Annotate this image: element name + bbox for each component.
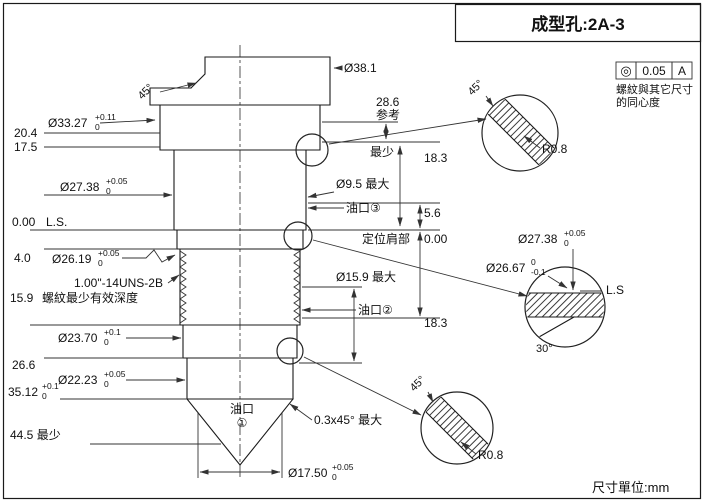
dim-dia-26-19-upper: +0.05 (98, 248, 120, 258)
dim-dia-27-38-upper: +0.05 (106, 176, 128, 186)
units-label: 尺寸單位:mm (592, 480, 669, 495)
detail2-dia-27-38-upper: +0.05 (564, 228, 586, 238)
tolerance-note-line2: 的同心度 (616, 95, 660, 109)
dim-ord-20-4: 20.4 (14, 126, 38, 140)
detail2-dia-27-38: Ø27.38 (518, 232, 558, 246)
dim-dia-9-5-max: Ø9.5 最大 (336, 177, 389, 191)
dim-ord-17-5: 17.5 (14, 140, 38, 154)
dim-18-3-upper: 18.3 (424, 151, 448, 165)
dim-dia-33-27: Ø33.27 (48, 116, 88, 130)
dim-thread-depth-value: 15.9 (10, 291, 34, 305)
dim-dia-17-50: Ø17.50 (288, 466, 328, 480)
detail2-angle: 30° (536, 343, 553, 355)
dim-thread-depth-label: 螺紋最少有效深度 (42, 290, 138, 305)
tolerance-value: 0.05 (642, 64, 666, 78)
detail2-ls: L.S (606, 283, 624, 297)
hatch-region-3 (423, 394, 492, 463)
dim-dia-17-50-lower: 0 (332, 472, 337, 482)
dimension-texts: Ø38.1 45° Ø33.27 +0.11 0 20.4 17.5 28.6 … (8, 61, 448, 482)
dim-dia-15-9-max: Ø15.9 最大 (336, 270, 396, 284)
detail1-radius: R0.8 (542, 142, 568, 156)
dim-ord-26-6: 26.6 (12, 358, 36, 372)
title-block: 成型孔:2A-3 (454, 3, 702, 43)
dim-top-chamfer-angle: 45° (136, 82, 156, 102)
dim-shoulder-label: 定位肩部 (362, 231, 410, 246)
part-outline (149, 56, 331, 466)
drawing-title: 成型孔:2A-3 (531, 14, 625, 34)
concentricity-icon: ◎ (620, 63, 631, 78)
dim-ord-44-5-min: 44.5 最少 (10, 428, 61, 442)
dim-datum-zero-left: 0.00 (12, 215, 36, 229)
left-dimension-lines (30, 117, 221, 445)
detail2-dia-26-67-upper: 0 (531, 257, 536, 267)
detail-view-3: 45° R0.8 (408, 374, 504, 465)
right-dimension-lines (159, 65, 440, 478)
detail1-angle: 45° (466, 78, 486, 98)
detail2-dia-26-67: Ø26.67 (486, 261, 526, 275)
datum-letter: A (678, 64, 686, 78)
dim-ls-left: L.S. (46, 215, 67, 229)
dim-dia-38-1: Ø38.1 (344, 61, 377, 75)
detail-callout-2 (283, 221, 313, 251)
dim-oil-port-1-label: 油口 (230, 402, 254, 416)
dim-dia-22-23: Ø22.23 (58, 373, 98, 387)
detail-callout-3 (276, 337, 304, 365)
dim-dia-23-70-upper: +0.1 (104, 327, 121, 337)
dim-dia-23-70-lower: 0 (104, 337, 109, 347)
dim-dia-27-38-lower: 0 (106, 186, 111, 196)
dim-ref-28-6: 28.6 (376, 95, 400, 109)
dim-oil-port-3: 油口③ (346, 201, 381, 215)
detail3-radius: R0.8 (478, 448, 504, 462)
detail-callout-1 (295, 133, 329, 167)
dim-dia-23-70: Ø23.70 (58, 331, 98, 345)
dim-dia-17-50-upper: +0.05 (332, 462, 354, 472)
thread-zigzag (179, 250, 301, 324)
dim-dia-22-23-lower: 0 (104, 379, 109, 389)
dim-thread-spec: 1.00"-14UNS-2B (74, 276, 163, 290)
detail2-dia-27-38-lower: 0 (564, 238, 569, 248)
dim-min-label: 最少 (370, 145, 394, 159)
dim-dia-33-27-upper: +0.11 (95, 112, 116, 122)
dim-ord-35-12: 35.12 (8, 385, 38, 399)
hatch-region-1 (484, 96, 557, 170)
dim-dia-26-19: Ø26.19 (52, 252, 92, 266)
tolerance-frame: ◎ 0.05 A 螺紋與其它尺寸 的同心度 (615, 61, 693, 109)
dim-ref-label: 参考 (376, 107, 400, 122)
dim-oil-port-2: 油口② (358, 303, 393, 317)
dim-dia-26-19-lower: 0 (98, 258, 103, 268)
detail-view-2: Ø27.38 +0.05 0 Ø26.67 0 -0.1 L.S 30° (486, 228, 624, 355)
dim-dia-27-38: Ø27.38 (60, 180, 100, 194)
tolerance-note-line1: 螺紋與其它尺寸 (616, 82, 693, 96)
dim-dia-33-27-lower: 0 (95, 122, 100, 132)
dim-dia-22-23-upper: +0.05 (104, 369, 126, 379)
dim-18-3-lower: 18.3 (424, 316, 448, 330)
detail3-angle: 45° (408, 374, 428, 394)
detail-callout-circles (276, 117, 528, 416)
dim-ord-4-0: 4.0 (14, 251, 31, 265)
hatch-region-2 (526, 293, 604, 317)
dim-ord-35-12-upper: +0.1 (42, 381, 59, 391)
dim-bottom-chamfer: 0.3x45° 最大 (314, 413, 382, 427)
dim-datum-zero-right: 0.00 (424, 232, 448, 246)
detail-view-1: 45° R0.8 (466, 78, 568, 172)
dim-5-6: 5.6 (424, 206, 441, 220)
detail2-dia-26-67-lower: -0.1 (531, 267, 546, 277)
dim-oil-port-1-number: ① (237, 416, 248, 430)
dim-ord-35-12-lower: 0 (42, 391, 47, 401)
